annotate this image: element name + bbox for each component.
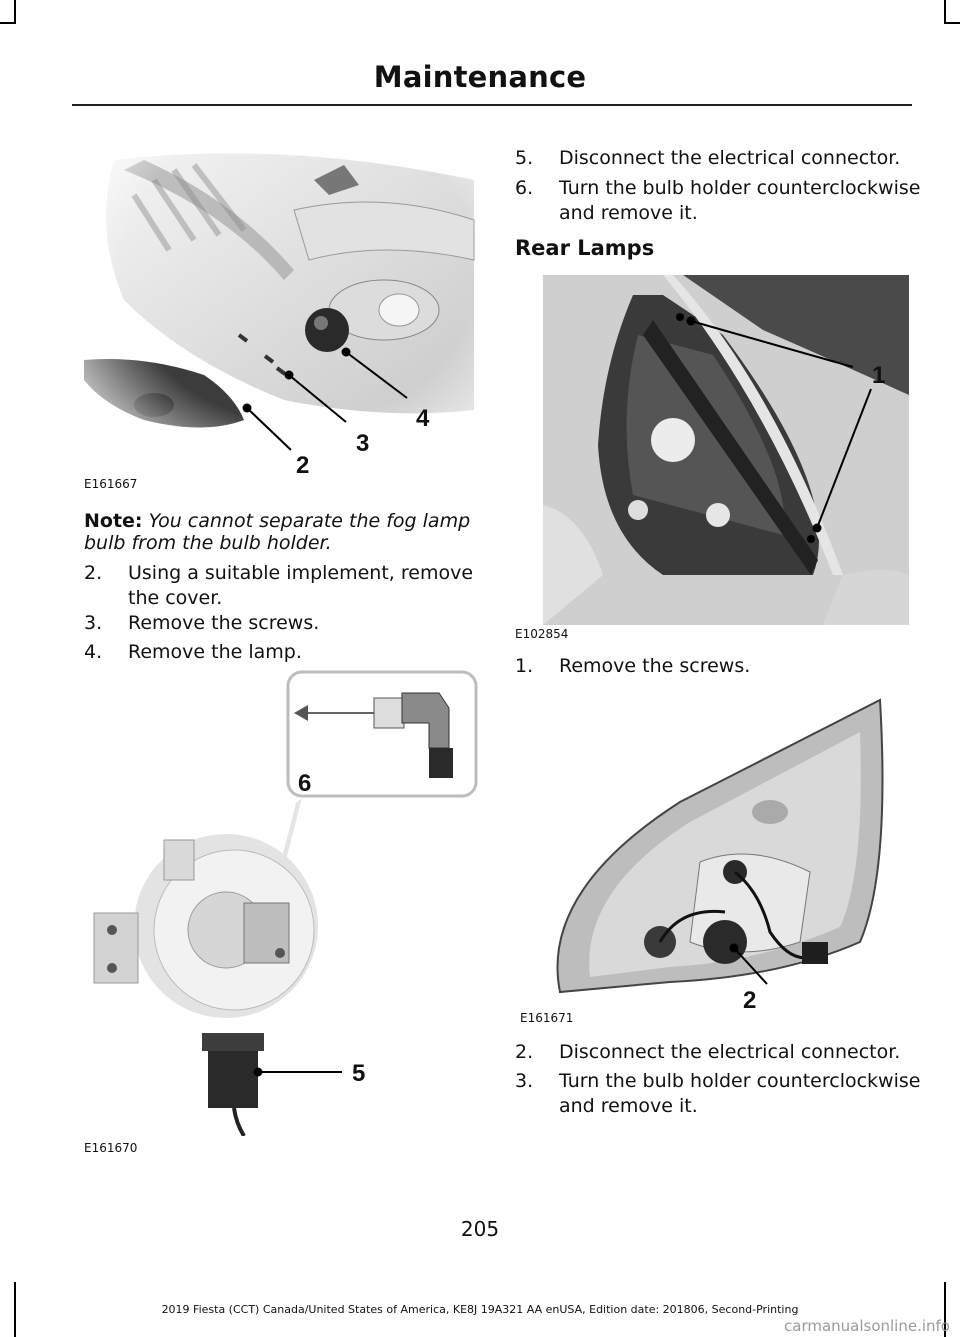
step-line: the cover.: [128, 587, 223, 609]
step-text: Disconnect the electrical connector.: [559, 147, 901, 169]
step-item: 2. Using a suitable implement, remove th…: [84, 561, 484, 611]
crop-mark: [944, 0, 946, 24]
step-text: Turn the bulb holder counterclockwise an…: [559, 176, 920, 226]
watermark: carmanualsonline.info: [784, 1317, 950, 1335]
fog-lamp-assembly-illustration: [93, 670, 478, 1136]
step-text: Remove the lamp.: [128, 641, 302, 663]
step-number: 6.: [515, 177, 534, 199]
step-text: Using a suitable implement, remove the c…: [128, 561, 473, 611]
step-number: 3.: [515, 1070, 534, 1092]
step-item: 4. Remove the lamp.: [84, 640, 484, 666]
step-text: Remove the screws.: [128, 612, 320, 634]
step-item: 1. Remove the screws.: [515, 654, 915, 680]
crop-mark: [944, 1282, 946, 1337]
note-label: Note:: [84, 510, 143, 532]
step-line: and remove it.: [559, 202, 698, 224]
step-number: 2.: [515, 1041, 534, 1063]
page-title: Maintenance: [373, 60, 587, 94]
step-item: 2. Disconnect the electrical connector.: [515, 1040, 935, 1066]
note: Note: You cannot separate the fog lamp: [84, 509, 470, 534]
rear-lamp-unit-illustration: [556, 698, 884, 994]
step-item: 6. Turn the bulb holder counterclockwise…: [515, 176, 935, 226]
step-number: 2.: [84, 562, 103, 584]
crop-mark: [944, 22, 960, 24]
callout-3: 3: [356, 430, 370, 457]
step-item: 5. Disconnect the electrical connector.: [515, 146, 915, 172]
step-number: 5.: [515, 147, 534, 169]
fog-lamp-bumper-illustration: [84, 150, 476, 490]
figure-code: E161671: [520, 1011, 574, 1025]
step-number: 4.: [84, 641, 103, 663]
step-line: Turn the bulb holder counterclockwise: [559, 1070, 921, 1092]
step-number: 3.: [84, 612, 103, 634]
step-line: Using a suitable implement, remove: [128, 562, 474, 584]
rear-lamp-vehicle-illustration: [543, 275, 909, 625]
step-text: Turn the bulb holder counterclockwise an…: [559, 1069, 920, 1119]
section-heading-rear-lamps: Rear Lamps: [515, 236, 655, 260]
step-text: Disconnect the electrical connector.: [559, 1041, 901, 1063]
figure-code: E161670: [84, 1141, 138, 1155]
header-divider: [72, 104, 912, 106]
note-text-2: bulb from the bulb holder.: [84, 532, 332, 554]
page-number: 205: [460, 1217, 500, 1241]
callout-6: 6: [298, 770, 312, 797]
callout-5: 5: [352, 1060, 366, 1087]
step-item: 3. Turn the bulb holder counterclockwise…: [515, 1069, 935, 1119]
footer-edition-text: 2019 Fiesta (CCT) Canada/United States o…: [161, 1303, 799, 1316]
figure-code: E102854: [515, 627, 569, 641]
callout-2-rear: 2: [743, 987, 757, 1014]
callout-1: 1: [872, 362, 886, 389]
step-text: Remove the screws.: [559, 655, 751, 677]
step-line: and remove it.: [559, 1095, 698, 1117]
crop-mark: [14, 0, 16, 24]
note-continuation: bulb from the bulb holder.: [84, 531, 332, 556]
step-item: 3. Remove the screws.: [84, 611, 484, 637]
callout-2: 2: [296, 452, 310, 479]
crop-mark: [14, 1282, 16, 1337]
callout-4: 4: [416, 405, 430, 432]
step-line: Turn the bulb holder counterclockwise: [559, 177, 921, 199]
note-text: You cannot separate the fog lamp: [148, 510, 471, 532]
step-number: 1.: [515, 655, 534, 677]
figure-code: E161667: [84, 477, 138, 491]
crop-mark: [0, 22, 16, 24]
